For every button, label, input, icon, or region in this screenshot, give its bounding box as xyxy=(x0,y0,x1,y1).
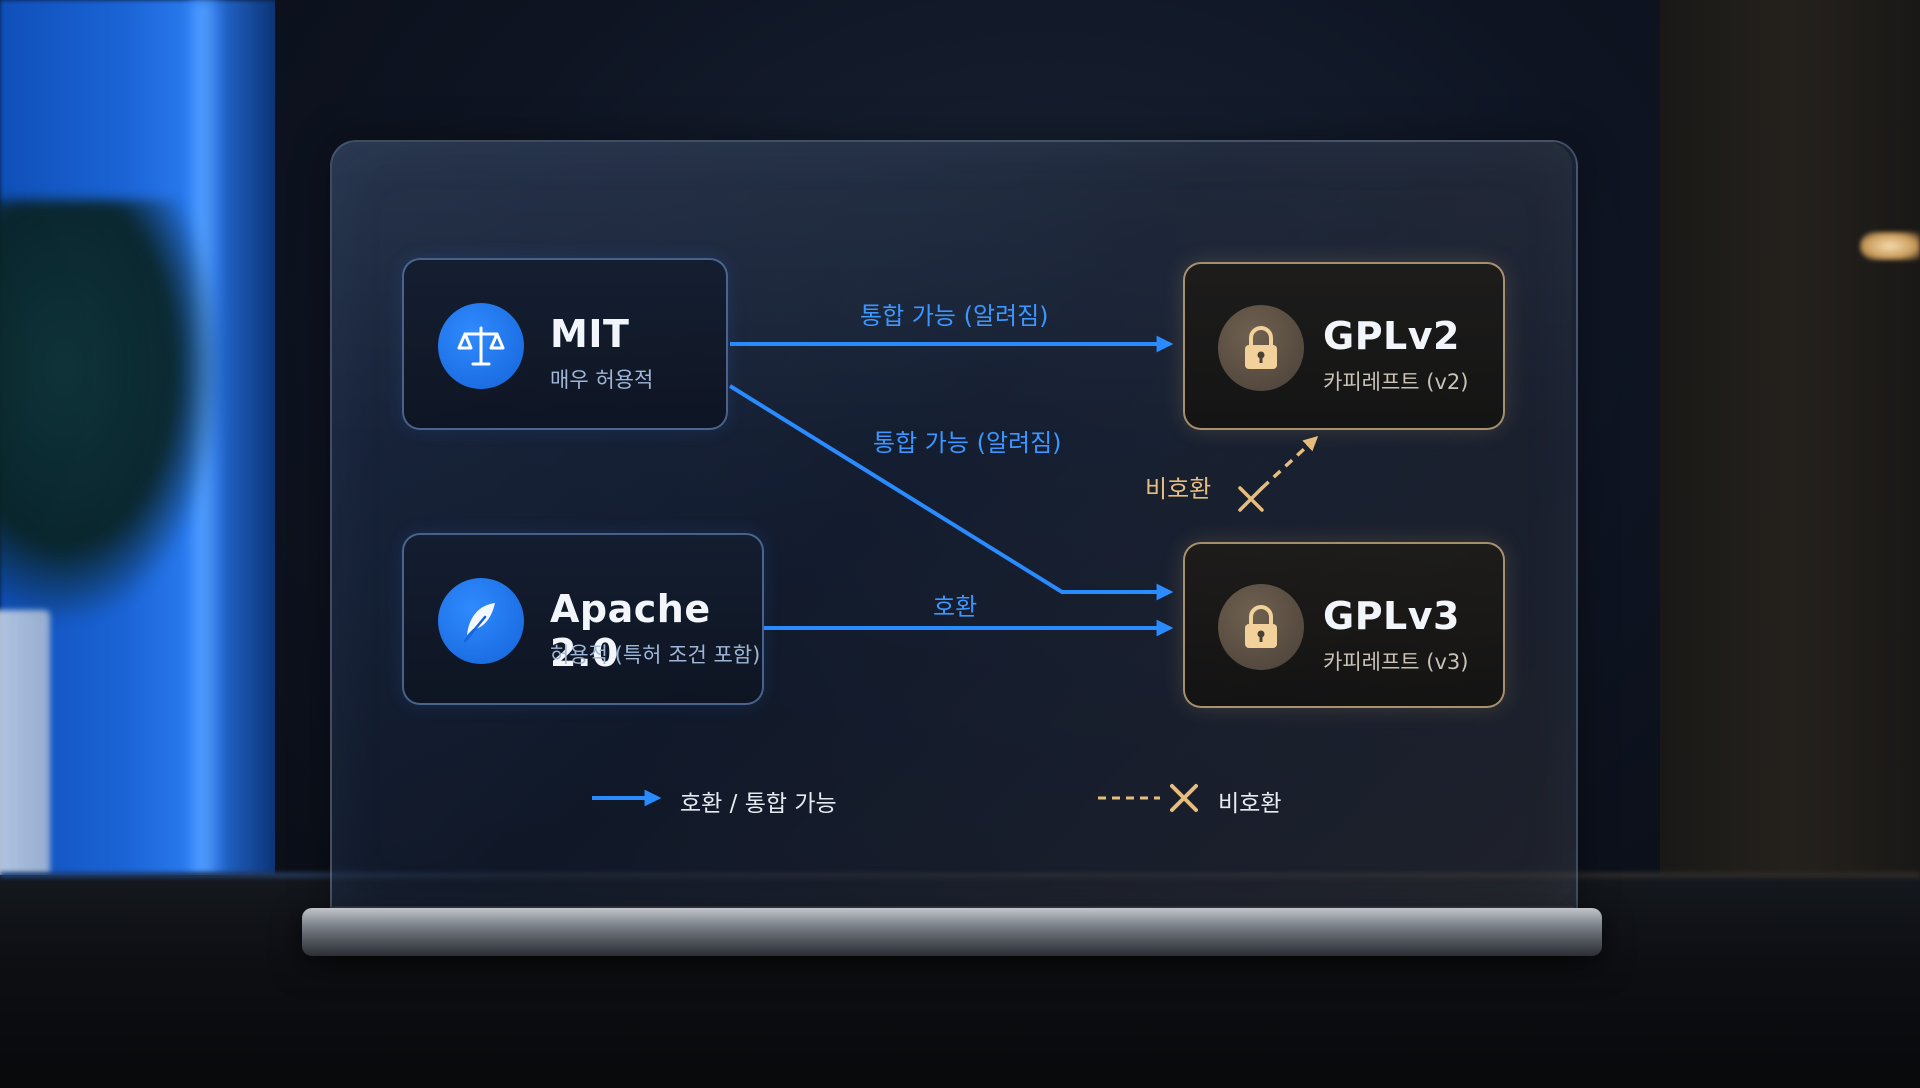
shelf-wall xyxy=(1660,0,1920,880)
edge-apache-gplv2-incompatible xyxy=(1260,436,1319,490)
legend-x-icon xyxy=(1170,784,1198,812)
legend-incompatible-label: 비호환 xyxy=(1218,791,1282,817)
gplv3-subtitle: 카피레프트 (v3) xyxy=(1323,650,1469,674)
legend-compatible-label: 호환 / 통합 가능 xyxy=(680,791,837,817)
edge-mit-gplv3 xyxy=(728,384,1174,601)
plant xyxy=(0,200,220,620)
node-apache[interactable]: Apache 2.0 허용적 (특허 조건 포함) xyxy=(402,533,764,705)
mit-title: MIT xyxy=(550,312,630,356)
apache-title: Apache 2.0 xyxy=(550,587,711,675)
mit-subtitle: 매우 허용적 xyxy=(550,368,654,392)
node-mit[interactable]: MIT 매우 허용적 xyxy=(402,258,728,430)
shelf-light xyxy=(1860,232,1920,260)
lock-icon xyxy=(1218,584,1304,670)
cup xyxy=(0,610,50,890)
apache-subtitle: 허용적 (특허 조건 포함) xyxy=(550,643,761,667)
incompatible-x-icon xyxy=(1238,486,1264,512)
edge-label-apache-gplv3: 호환 xyxy=(933,593,978,621)
node-gplv2[interactable]: GPLv2 카피레프트 (v2) xyxy=(1183,262,1505,430)
scales-icon xyxy=(438,303,524,389)
gplv2-subtitle: 카피레프트 (v2) xyxy=(1323,370,1469,394)
metal-stand xyxy=(302,908,1602,956)
lock-icon xyxy=(1218,305,1304,391)
edge-label-mit-gplv2: 통합 가능 (알려짐) xyxy=(860,302,1049,330)
edge-label-mit-gplv3: 통합 가능 (알려짐) xyxy=(873,429,1062,457)
feather-icon xyxy=(438,578,524,664)
gplv3-title: GPLv3 xyxy=(1323,594,1460,638)
node-gplv3[interactable]: GPLv3 카피레프트 (v3) xyxy=(1183,542,1505,708)
edge-label-incompatible: 비호환 xyxy=(1145,475,1212,503)
gplv2-title: GPLv2 xyxy=(1323,314,1460,358)
